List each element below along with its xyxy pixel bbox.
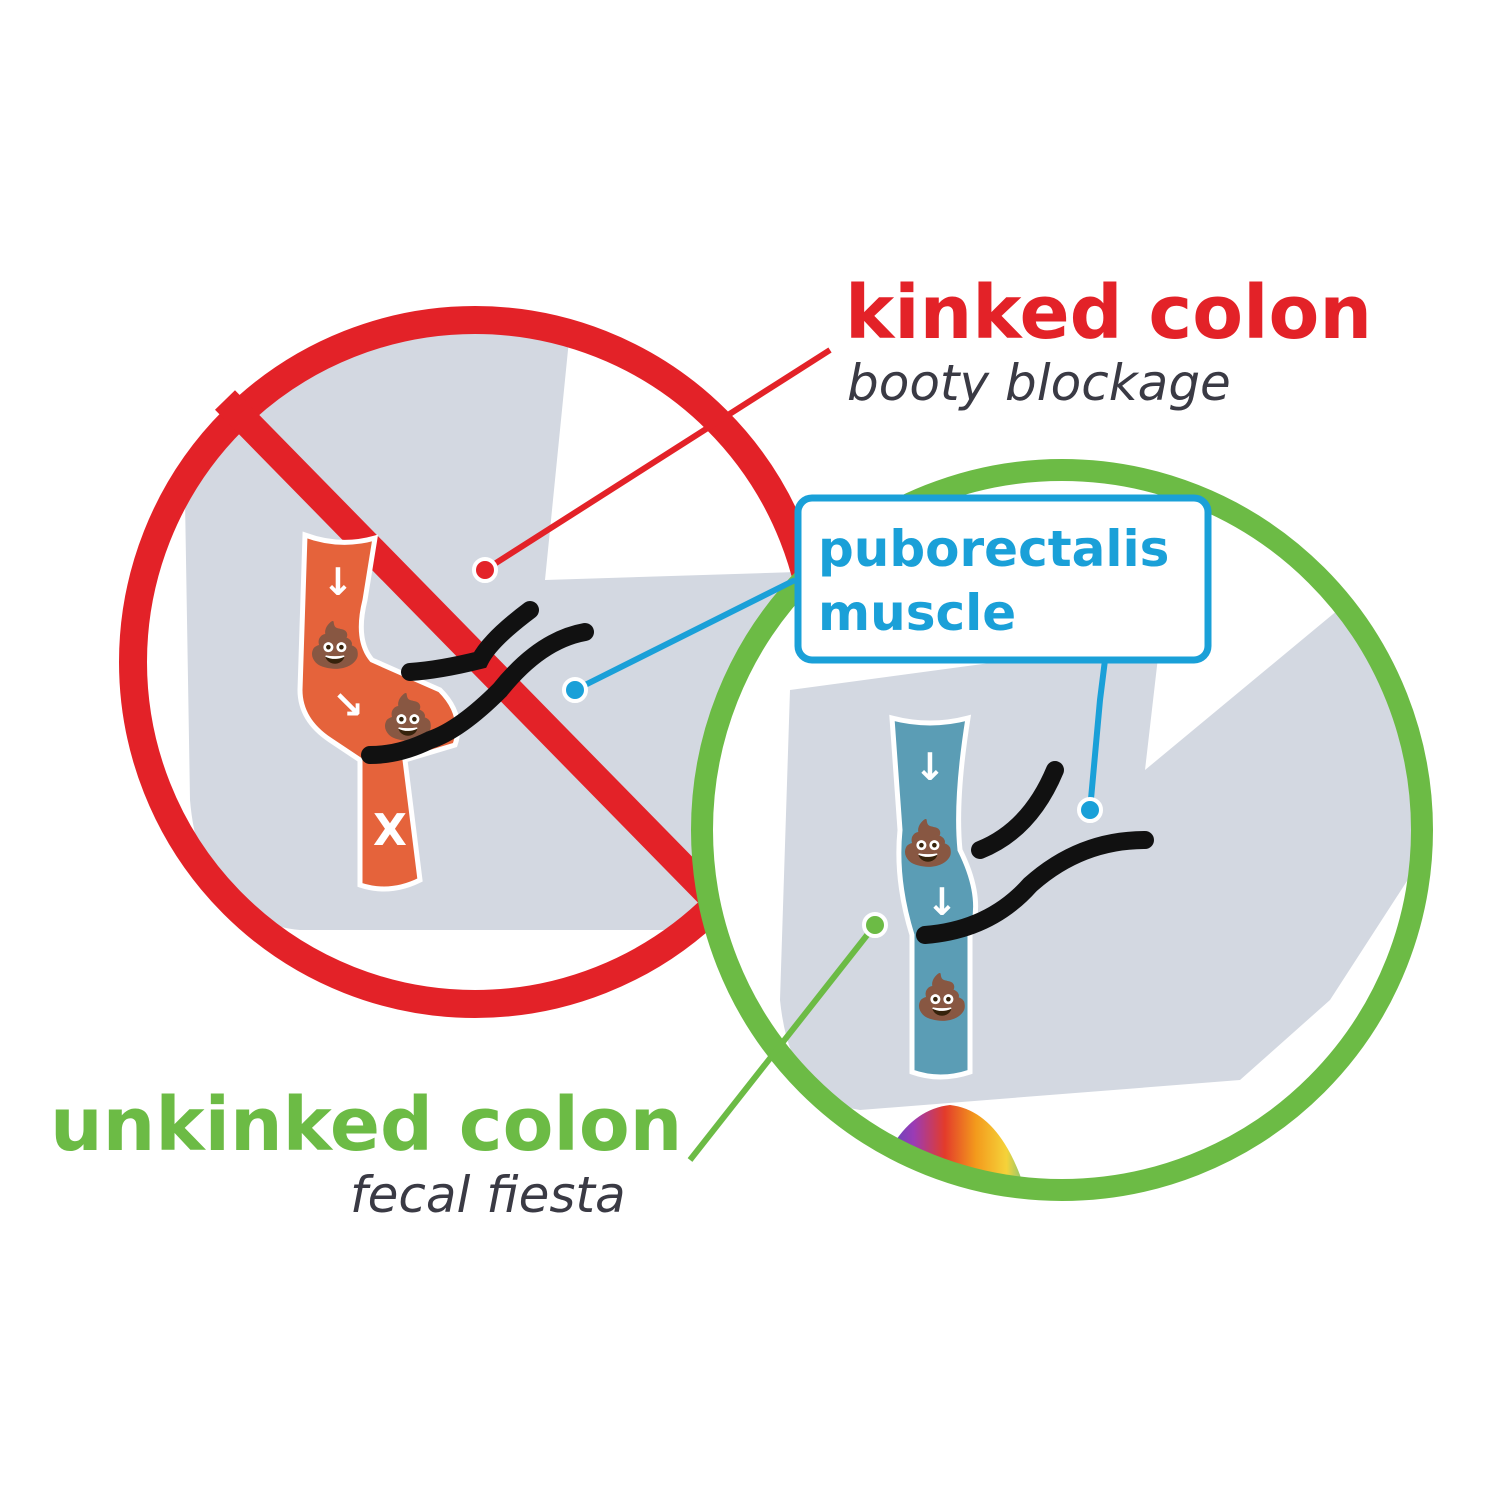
rainbow-poop-emoji-icon: 💩 — [915, 972, 970, 1022]
down-arrow-icon: ↓ — [926, 880, 958, 924]
unkinked-subtitle: fecal fiesta — [350, 1166, 626, 1224]
muscle-label-line2: muscle — [818, 584, 1016, 642]
muscle-label-line1: puborectalis — [818, 520, 1169, 578]
down-arrow-icon: ↓ — [914, 745, 946, 789]
muscle-leader-line-left — [573, 577, 797, 693]
toilet-seat-shape — [185, 330, 817, 930]
poop-emoji-icon: 💩 — [308, 620, 363, 670]
muscle-leader-dot-left — [562, 677, 588, 703]
kinked-panel: ↓ 💩 ↘ 💩 X — [119, 306, 832, 1018]
down-arrow-icon: ↓ — [322, 560, 354, 604]
muscle-leader-line-right — [1087, 659, 1108, 811]
unkinked-leader-dot — [862, 912, 888, 938]
kinked-leader-line — [483, 347, 832, 573]
check-circle-ring — [691, 459, 1433, 1201]
kinked-subtitle: booty blockage — [847, 354, 1231, 412]
rainbow-poop-emoji-icon: 💩 — [901, 818, 956, 868]
unkinked-colon-shape — [889, 714, 979, 1080]
unkinked-title: unkinked colon — [50, 1082, 682, 1168]
muscle-leader-dot-right — [1077, 797, 1103, 823]
kinked-title: kinked colon — [845, 270, 1372, 356]
muscle-callout: puborectalis muscle — [562, 494, 1212, 823]
kinked-leader-dot — [472, 557, 498, 583]
puborectalis-muscle-shape — [361, 601, 594, 764]
diagonal-arrow-icon: ↘ — [332, 683, 364, 727]
prohibited-sign-slash — [215, 390, 725, 910]
muscle-label-box — [794, 494, 1212, 664]
puborectalis-muscle-shape — [916, 761, 1154, 944]
unkinked-leader-line — [687, 923, 878, 1162]
blocked-x-mark: X — [373, 805, 407, 856]
